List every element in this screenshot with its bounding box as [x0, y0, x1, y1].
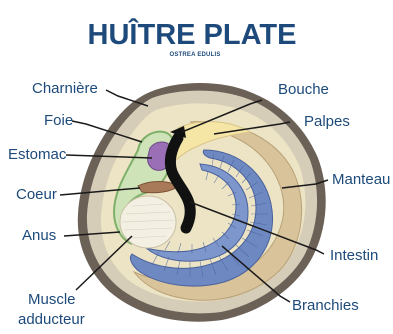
label-branchies: Branchies [292, 297, 359, 314]
label-estomac: Estomac [8, 146, 67, 163]
label-charniere: Charnière [32, 80, 98, 97]
label-muscle-line2: adducteur [18, 311, 85, 328]
label-anus: Anus [22, 227, 56, 244]
label-coeur: Coeur [16, 186, 57, 203]
label-intestin: Intestin [330, 247, 378, 264]
label-bouche: Bouche [278, 81, 329, 98]
label-manteau: Manteau [332, 171, 390, 188]
page-subtitle: OSTREA EDULIS [169, 52, 220, 58]
label-palpes: Palpes [304, 113, 350, 130]
page-title: HUÎTRE PLATE [88, 17, 297, 51]
label-muscle-line1: Muscle [28, 291, 76, 308]
label-foie: Foie [44, 112, 73, 129]
